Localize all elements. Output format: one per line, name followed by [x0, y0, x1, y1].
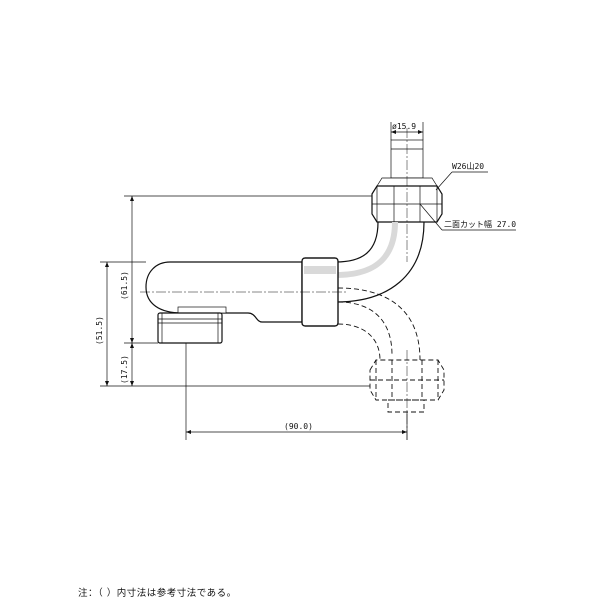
dim-label-thread: W26山20 — [452, 161, 484, 171]
bent-pipe — [335, 221, 425, 303]
leader-thread: W26山20 — [435, 161, 488, 191]
dim-label-diameter: ø15.9 — [392, 122, 416, 131]
dimension-17-5: (17.5) — [120, 343, 134, 386]
dim-label-90: (90.0) — [284, 422, 313, 431]
dimension-51-5: (51.5) — [95, 261, 370, 387]
footnote: 注：（ ）内寸法は参考寸法である。 — [78, 588, 237, 599]
aerator — [157, 306, 227, 380]
dimension-diameter: ø15.9 — [390, 122, 424, 140]
dimension-90: (90.0) — [185, 380, 408, 440]
dim-label-flat-width: 二面カット幅 27.0 — [444, 219, 516, 229]
dim-label-51-5: (51.5) — [95, 316, 104, 345]
alternate-pipe-dashed — [337, 287, 445, 413]
dim-label-61-5: (61.5) — [120, 271, 129, 300]
dimension-61-5: (61.5) — [120, 195, 372, 344]
leader-flat-width: 二面カット幅 27.0 — [419, 203, 516, 231]
dim-label-17-5: (17.5) — [120, 355, 129, 384]
